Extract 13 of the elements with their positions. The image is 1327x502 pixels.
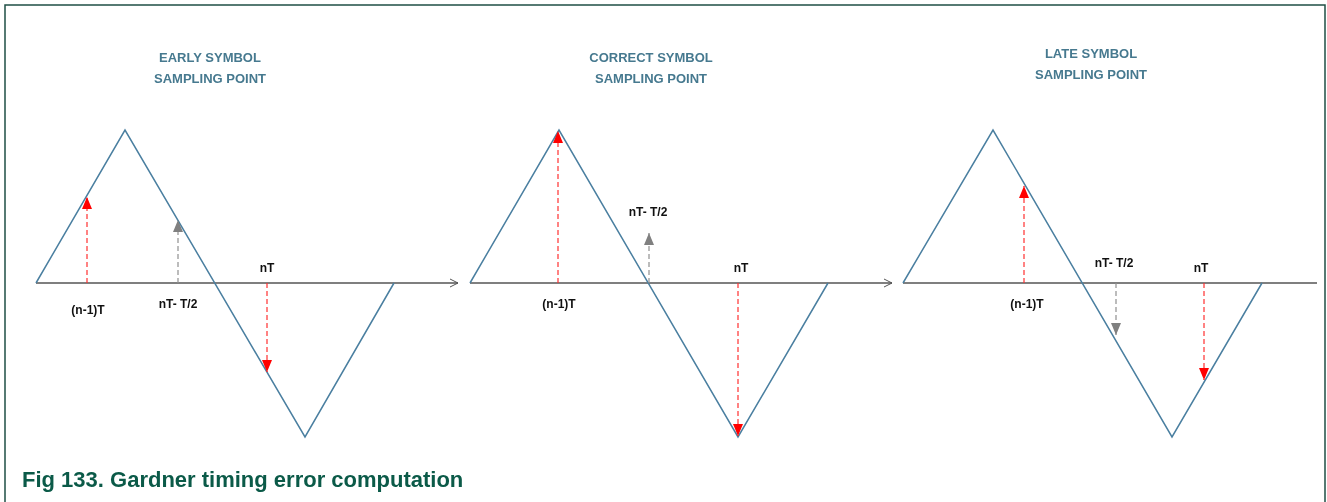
panel-heading: LATE SYMBOL SAMPLING POINT — [1034, 45, 1148, 84]
figure-caption: Fig 133. Gardner timing error computation — [22, 467, 464, 493]
sample-time-label: nT — [259, 261, 275, 275]
sample-time-label: nT — [733, 261, 749, 275]
sample-time-label: nT- T/2 — [1094, 256, 1134, 270]
sample-time-label: nT- T/2 — [628, 205, 668, 219]
sample-time-label: nT — [1193, 261, 1209, 275]
panel-heading: CORRECT SYMBOL SAMPLING POINT — [588, 49, 714, 88]
panel-heading: EARLY SYMBOL SAMPLING POINT — [153, 49, 267, 88]
sample-time-label: (n-1)T — [542, 297, 576, 311]
sample-time-label: nT- T/2 — [158, 297, 198, 311]
sample-time-label: (n-1)T — [71, 303, 105, 317]
sample-time-label: (n-1)T — [1010, 297, 1044, 311]
